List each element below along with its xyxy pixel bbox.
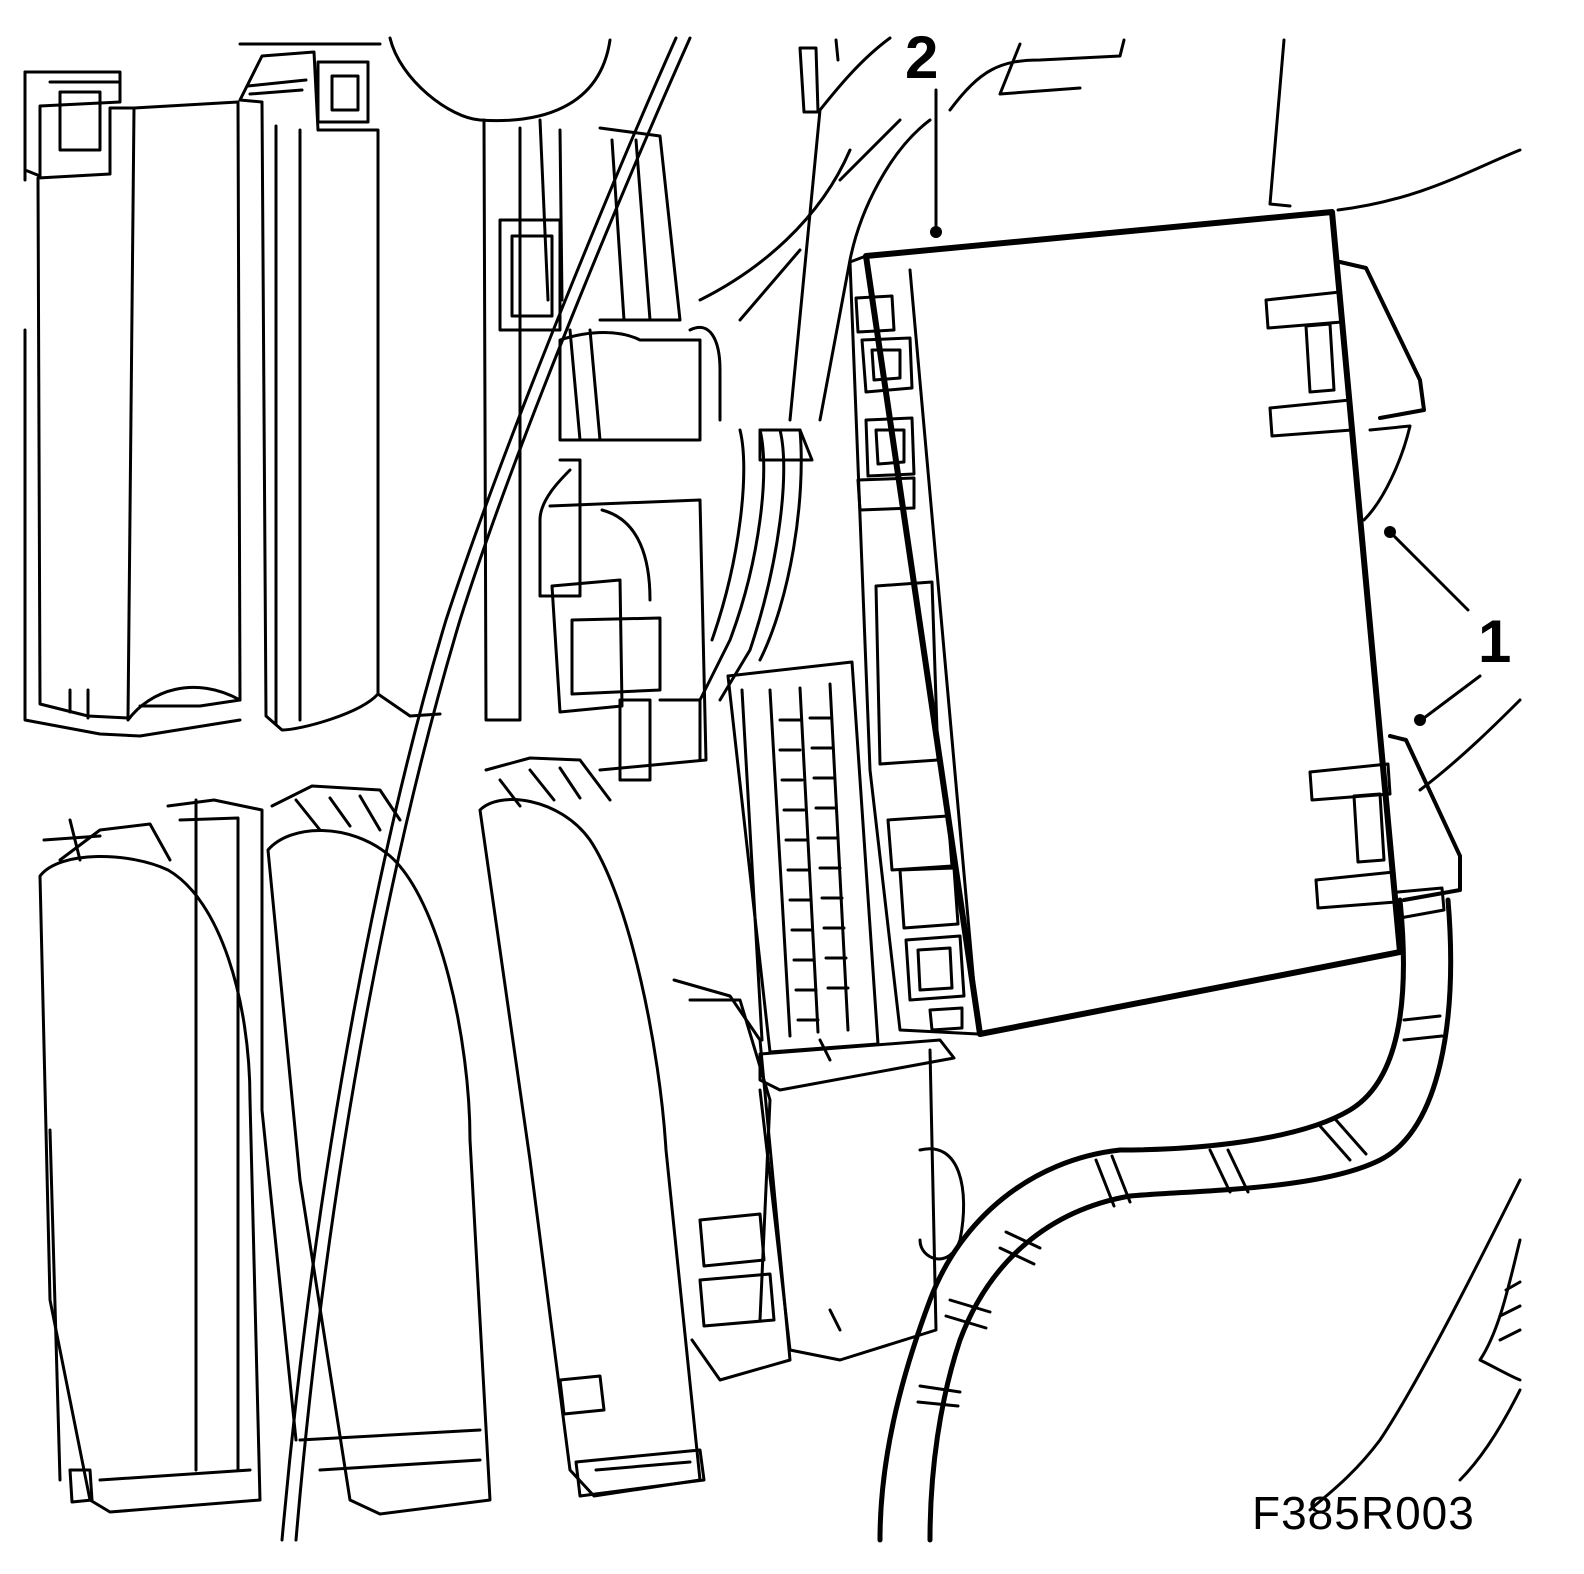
upper-center-relay-block: [238, 42, 442, 732]
center-connectors: [388, 36, 708, 782]
leader-dot-2: [930, 226, 942, 238]
upper-left-relay-block: [23, 70, 242, 738]
lower-relay-blocks: [38, 756, 966, 1516]
routed-harness: [877, 897, 1454, 1543]
leader-dot-1a: [1384, 526, 1396, 538]
multi-pin-connector: [726, 660, 956, 1092]
callout-2-label: 2: [905, 24, 939, 91]
leader-dot-1b: [1414, 714, 1426, 726]
callout-1-label: 1: [1478, 608, 1512, 675]
control-module: [848, 209, 1462, 1037]
leader-line-1a: [1390, 532, 1470, 612]
lower-right-body: [1308, 698, 1522, 1512]
upper-wire-harness: [688, 36, 932, 702]
leader-line-1b: [1422, 674, 1482, 720]
upper-right-panel: [798, 38, 1522, 212]
diagonal-cable: [280, 36, 692, 1542]
figure-id-label: F385R003: [1252, 1487, 1475, 1539]
callout-leaders: [930, 88, 1482, 726]
